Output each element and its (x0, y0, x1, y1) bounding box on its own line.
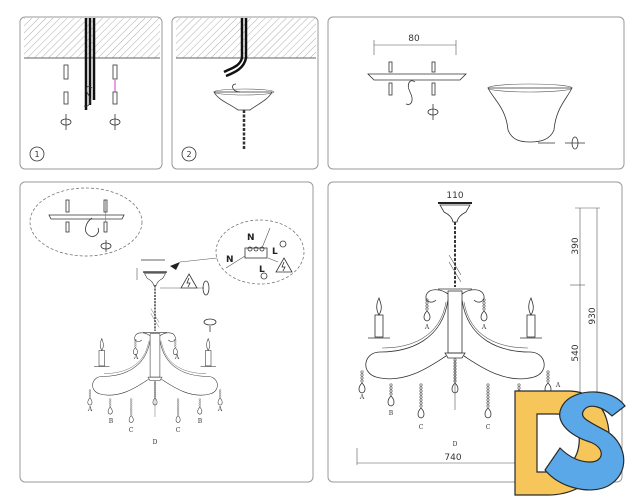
body-height-label: 540 (571, 344, 581, 361)
svg-text:D: D (153, 439, 158, 446)
step-1-panel: 1 (19, 16, 163, 170)
terminal-block-icon (225, 227, 287, 280)
svg-text:B: B (109, 418, 114, 425)
svg-text:C: C (419, 424, 424, 431)
step-number: 1 (34, 150, 39, 159)
rotate-icon (60, 114, 121, 130)
svg-text:C: C (129, 427, 134, 434)
bolt-icon (63, 64, 118, 105)
svg-text:A: A (555, 382, 561, 389)
live-label: L (272, 247, 278, 257)
svg-text:A: A (174, 354, 180, 361)
overall-width-label: 740 (444, 453, 461, 463)
live-label: L (259, 265, 265, 275)
wiring-panel: N L N L A A A A B B C C D (19, 181, 314, 483)
neutral-label: N (226, 255, 234, 265)
canopy-width-label: 110 (446, 191, 463, 201)
plate-width-label: 80 (408, 34, 420, 44)
svg-text:A: A (133, 354, 139, 361)
total-height-label: 930 (588, 307, 598, 324)
ds-logo (514, 390, 626, 496)
svg-text:C: C (486, 424, 491, 431)
crystal-labels: A A A A B B C C D (87, 354, 223, 446)
hook-icon (83, 86, 93, 107)
svg-text:A: A (424, 324, 430, 331)
neutral-label: N (247, 233, 255, 243)
svg-text:A: A (359, 394, 365, 401)
svg-text:B: B (389, 410, 394, 417)
svg-text:A: A (481, 324, 487, 331)
chain-height-label: 390 (571, 237, 581, 254)
crystal-labels: A A A A B C C D (359, 324, 561, 448)
svg-text:C: C (176, 427, 181, 434)
svg-text:B: B (198, 418, 203, 425)
step-2-panel: 2 (171, 16, 319, 170)
svg-text:A: A (217, 406, 223, 413)
step-number: 2 (186, 150, 191, 159)
mounting-panel: 80 (327, 16, 625, 170)
svg-text:A: A (87, 406, 93, 413)
svg-text:D: D (453, 441, 458, 448)
